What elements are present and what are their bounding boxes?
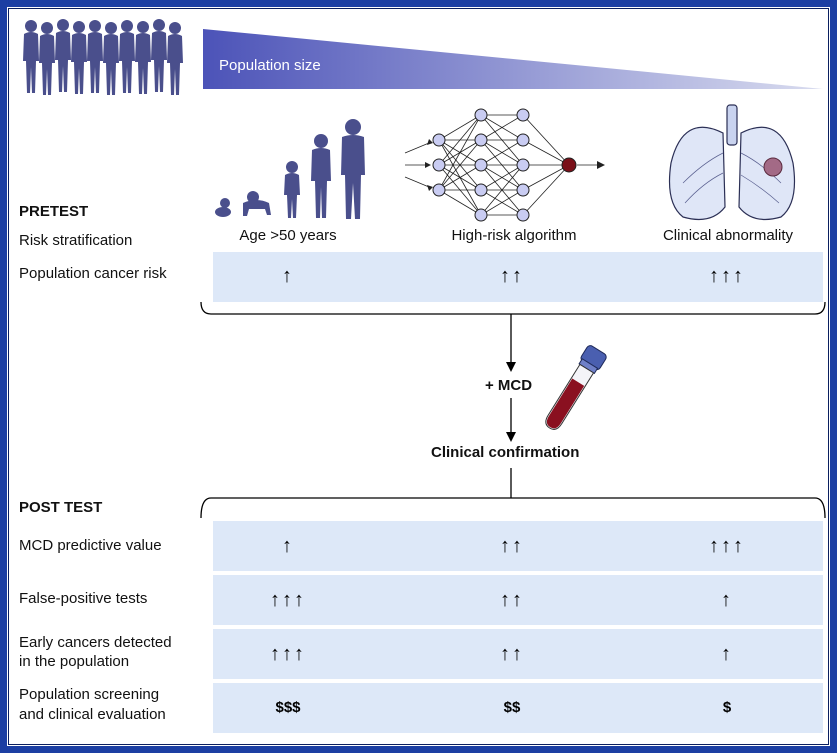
- blood-tube-icon: [545, 345, 607, 430]
- lungs-icon: [668, 104, 796, 220]
- screening-cost-clinical: $: [722, 699, 732, 716]
- cancer-risk-clinical: ↑↑↑: [709, 265, 745, 287]
- early-cancers-band: [213, 629, 823, 679]
- early-cancers-label-line2: in the population: [19, 653, 130, 670]
- column-age-over-50: Age >50 years: [239, 227, 337, 244]
- age-progression-icon: [215, 119, 365, 219]
- screening-label-line2: and clinical evaluation: [19, 706, 166, 723]
- pretest-title: PRETEST: [19, 203, 89, 220]
- early-cancers-algorithm: ↑↑: [500, 643, 524, 665]
- posttest-title: POST TEST: [19, 499, 103, 516]
- cancer-risk-age: ↑: [282, 265, 294, 287]
- screening-cost-age: $$$: [275, 699, 301, 716]
- population-size-wedge: [203, 29, 823, 89]
- early-cancers-age: ↑↑↑: [270, 643, 306, 665]
- cancer-risk-algorithm: ↑↑: [500, 265, 524, 287]
- false-positive-tests-label: False-positive tests: [19, 590, 148, 607]
- population-cancer-risk-label: Population cancer risk: [19, 265, 167, 282]
- flow-connectors: [200, 302, 826, 519]
- early-cancers-clinical: ↑: [721, 643, 733, 665]
- predictive-value-band: [213, 521, 823, 571]
- predictive-value-algorithm: ↑↑: [500, 535, 524, 557]
- predictive-value-clinical: ↑↑↑: [709, 535, 745, 557]
- screening-cost-algorithm: $$: [503, 699, 521, 716]
- population-size-label: Population size: [219, 57, 321, 74]
- predictive-value-age: ↑: [282, 535, 294, 557]
- screening-cost-band: [213, 683, 823, 733]
- false-positive-age: ↑↑↑: [270, 589, 306, 611]
- early-cancers-label-line1: Early cancers detected: [19, 634, 172, 651]
- false-positive-algorithm: ↑↑: [500, 589, 524, 611]
- clinical-confirmation-label: Clinical confirmation: [431, 444, 580, 461]
- screening-label-line1: Population screening: [19, 686, 160, 703]
- cancer-risk-band: [213, 252, 823, 302]
- population-icon: [23, 19, 183, 95]
- mcd-label: + MCD: [485, 377, 533, 394]
- risk-stratification-label: Risk stratification: [19, 232, 133, 249]
- column-clinical-abnormality: Clinical abnormality: [662, 227, 794, 244]
- mcd-predictive-value-label: MCD predictive value: [19, 537, 162, 554]
- neural-network-icon: [404, 108, 605, 222]
- column-high-risk-algorithm: High-risk algorithm: [451, 227, 577, 244]
- false-positive-band: [213, 575, 823, 625]
- false-positive-clinical: ↑: [721, 589, 733, 611]
